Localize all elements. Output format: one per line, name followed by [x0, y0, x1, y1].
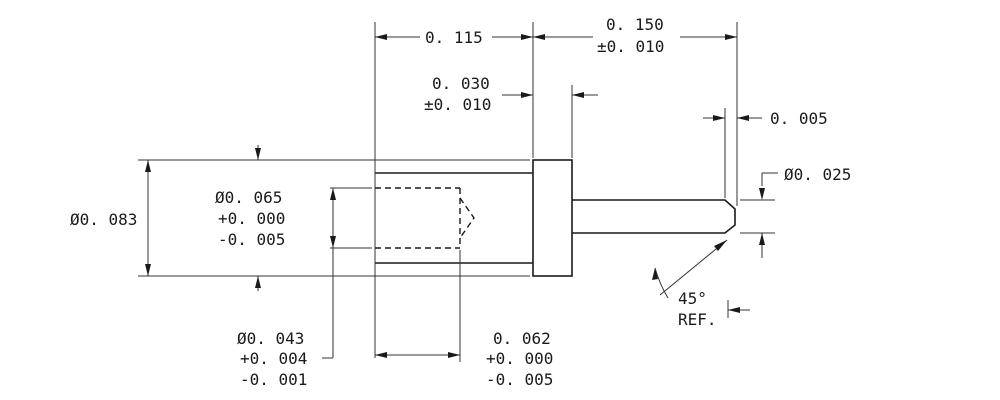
dim-0-030-tolerance: ±0. 010 — [424, 95, 491, 114]
dim-0-150-tolerance: ±0. 010 — [597, 37, 664, 56]
dimension-labels: 0. 115 0. 150 ±0. 010 0. 030 ±0. 010 0. … — [70, 15, 851, 389]
dim-bore-diameter-lower: -0. 001 — [240, 370, 307, 389]
extension-lines — [138, 22, 775, 362]
dim-0-005: 0. 005 — [770, 109, 828, 128]
dim-0-150-nominal: 0. 150 — [606, 15, 664, 34]
dimension-lines — [145, 34, 778, 359]
dim-chamfer-ref: REF. — [678, 310, 717, 329]
dim-bore-diameter-upper: +0. 004 — [240, 349, 307, 368]
dim-bore-length-upper: +0. 000 — [486, 349, 553, 368]
dim-head-diameter-lower: -0. 005 — [218, 230, 285, 249]
dim-pin-diameter: Ø0. 025 — [784, 165, 851, 184]
dim-bore-length-nominal: 0. 062 — [493, 329, 551, 348]
hidden-bore — [375, 187, 475, 249]
dim-head-diameter-nominal: Ø0. 065 — [215, 188, 282, 207]
part-outline — [375, 159, 736, 277]
dim-head-diameter-upper: +0. 000 — [218, 209, 285, 228]
dim-bore-length-lower: -0. 005 — [486, 370, 553, 389]
dim-0-030-nominal: 0. 030 — [432, 74, 490, 93]
dim-body-diameter: Ø0. 083 — [70, 210, 137, 229]
dim-0-115: 0. 115 — [425, 28, 483, 47]
dim-bore-diameter-nominal: Ø0. 043 — [237, 329, 304, 348]
dim-chamfer-angle: 45° — [678, 289, 707, 308]
